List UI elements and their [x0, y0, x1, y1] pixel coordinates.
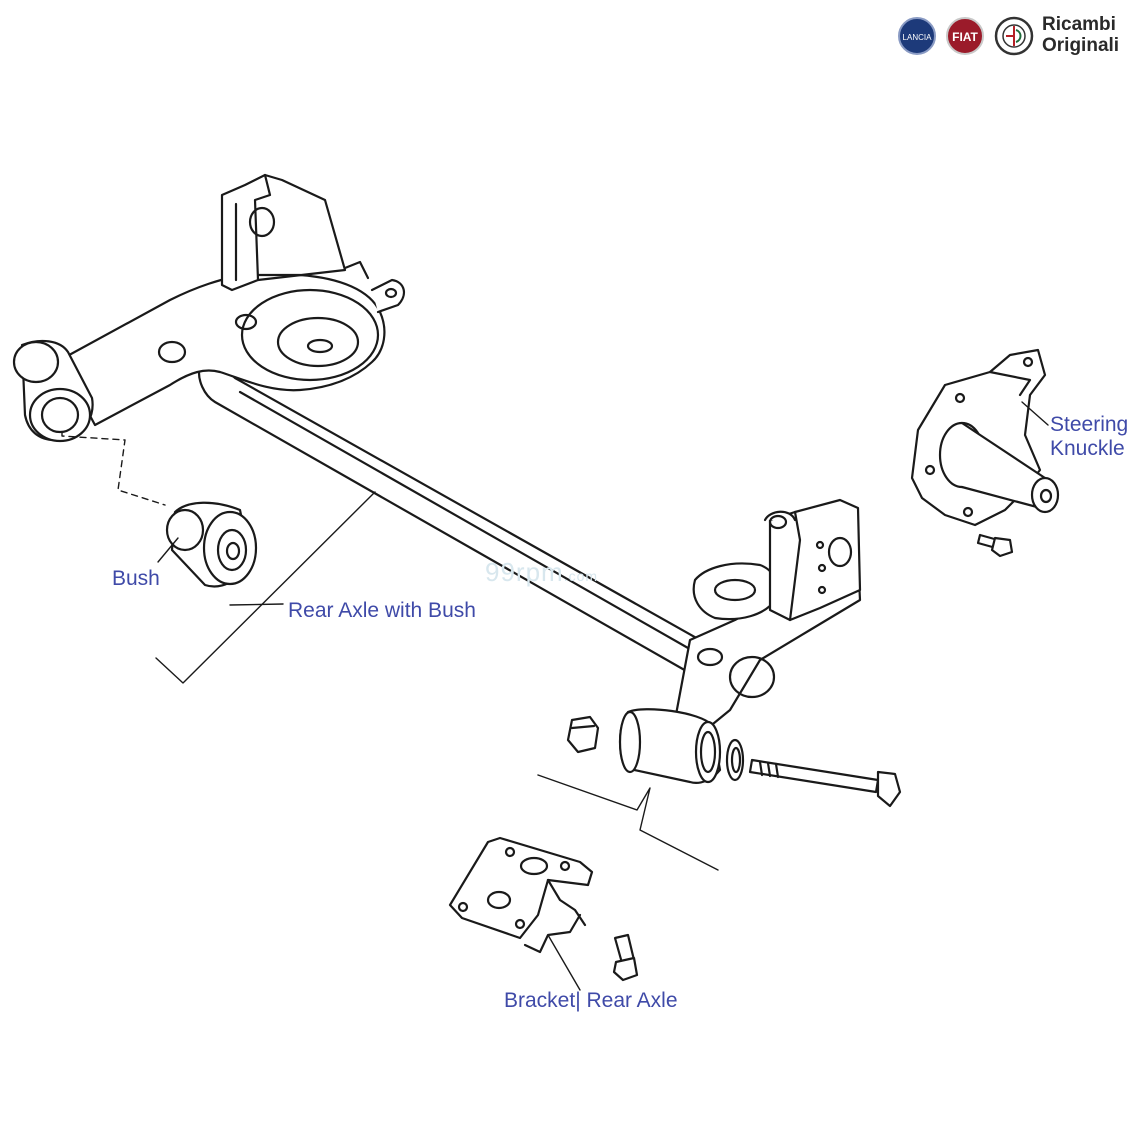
long-bolt-part — [748, 758, 902, 808]
brand-text: Ricambi Originali — [1042, 14, 1120, 57]
watermark: 99rpm.com — [485, 557, 598, 588]
bracket-part — [448, 836, 639, 982]
steering-knuckle-label-line1: Steering — [1050, 413, 1129, 436]
leader-lines — [61, 401, 1049, 991]
bracket-bracket-line — [537, 774, 719, 871]
bush-label[interactable]: Bush — [112, 567, 160, 590]
watermark-suffix: .com — [563, 568, 599, 584]
left-trailing-arm — [12, 173, 406, 443]
lancia-logo: LANCIA — [898, 17, 936, 55]
svg-text:FIAT: FIAT — [952, 30, 978, 44]
bush-part — [165, 501, 258, 588]
rear-axle-beam — [197, 363, 702, 674]
svg-text:LANCIA: LANCIA — [903, 33, 933, 42]
rear-axle-with-bush-label[interactable]: Rear Axle with Bush — [288, 599, 476, 622]
brand-text-line2: Originali — [1042, 34, 1120, 56]
bracket-leader — [547, 934, 581, 991]
brand-logos: LANCIA FIAT — [898, 16, 1034, 56]
rear-axle-leader — [155, 491, 376, 684]
nut-part — [566, 715, 600, 754]
bracket-rear-axle-label[interactable]: Bracket| Rear Axle — [504, 989, 678, 1012]
right-trailing-arm — [618, 498, 862, 784]
knuckle-leader — [1021, 401, 1049, 426]
bush-dashed-leader — [61, 431, 166, 506]
fiat-logo: FIAT — [946, 17, 984, 55]
steering-knuckle-label[interactable]: Steering Knuckle — [1050, 413, 1128, 461]
washer-part — [725, 738, 745, 782]
mount-hole — [306, 338, 334, 354]
steering-knuckle-part — [910, 348, 1060, 558]
watermark-main: 99rpm — [485, 557, 564, 587]
brand-text-line1: Ricambi — [1042, 14, 1116, 35]
rear-axle-label-leader — [229, 603, 284, 606]
bush-leader — [157, 537, 179, 563]
alfa-romeo-logo — [994, 16, 1034, 56]
steering-knuckle-label-line2: Knuckle — [1050, 437, 1125, 461]
